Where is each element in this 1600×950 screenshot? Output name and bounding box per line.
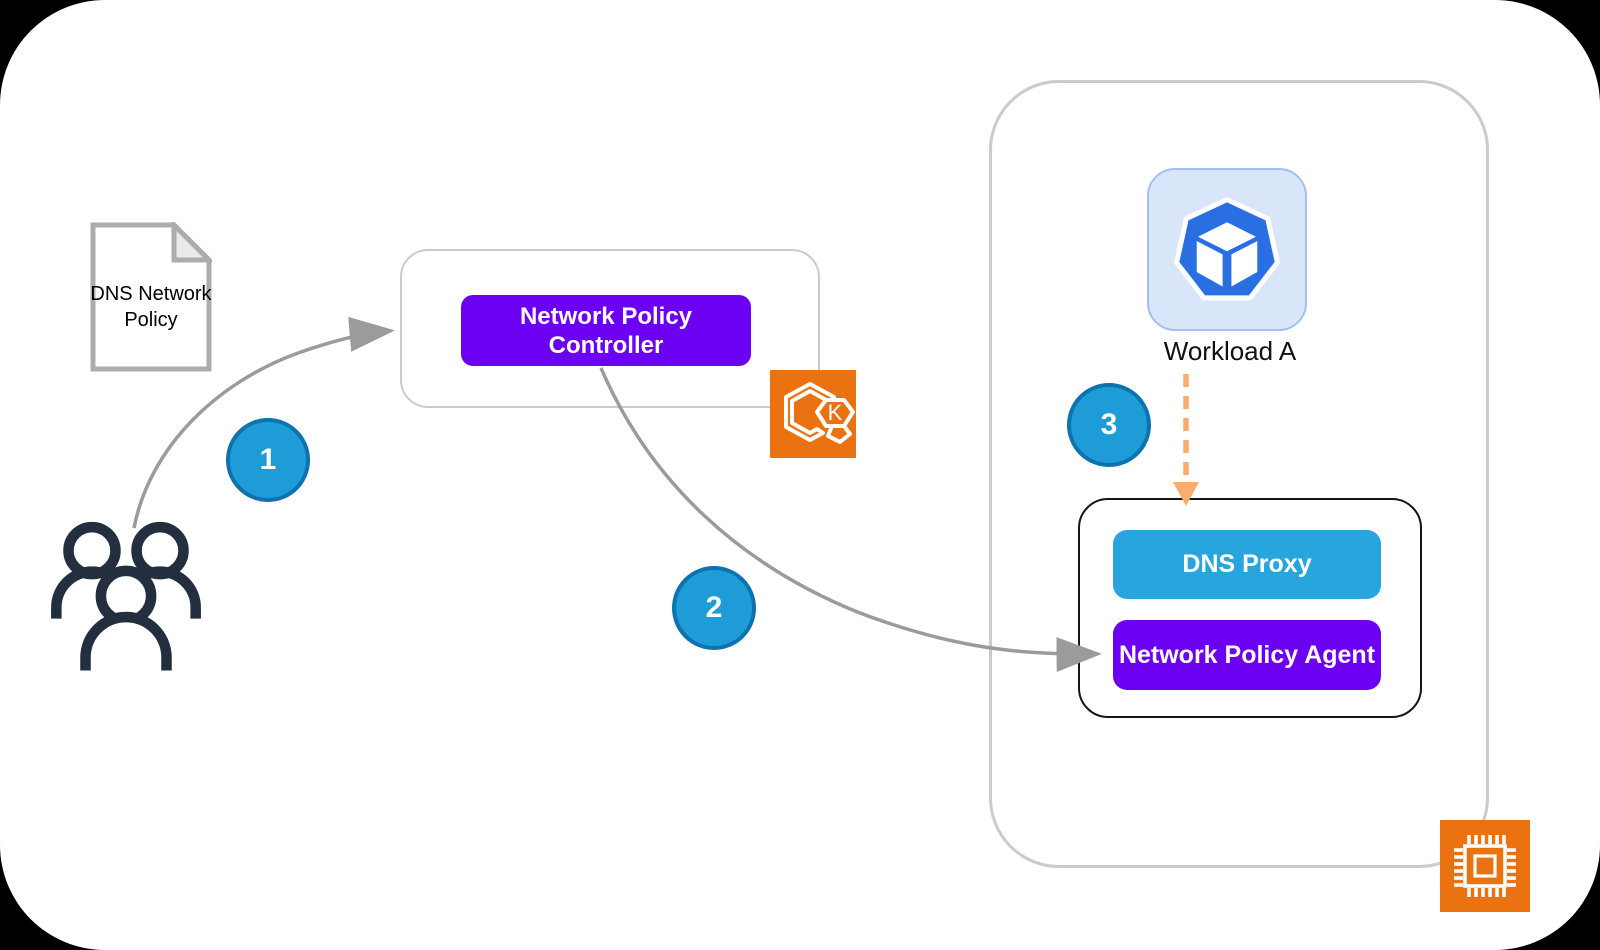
workload-a-label: Workload A: [1163, 336, 1297, 366]
network-policy-agent-label: Network Policy Agent: [1118, 640, 1376, 669]
policy-document-label: DNS Network Policy: [90, 283, 212, 331]
cpu-chip-icon: [1440, 820, 1530, 912]
pod-heptagon-cube-icon: [1174, 196, 1280, 300]
network-policy-agent-box: Network Policy Agent: [1113, 620, 1381, 690]
eks-kubernetes-icon: K: [770, 370, 856, 458]
dns-proxy-box: DNS Proxy: [1113, 530, 1381, 599]
dns-proxy-label: DNS Proxy: [1182, 550, 1312, 578]
step-badge-1: 1: [226, 418, 310, 502]
users-icon: [45, 515, 207, 677]
network-policy-controller-label: Network Policy Controller: [519, 302, 693, 359]
svg-text:K: K: [828, 400, 843, 425]
step-1-number: 1: [259, 443, 277, 476]
workload-a-icon: [1147, 168, 1307, 331]
step-badge-2: 2: [672, 566, 756, 650]
policy-document: DNS Network Policy: [90, 222, 212, 372]
step-3-number: 3: [1100, 408, 1118, 441]
step-2-number: 2: [705, 591, 723, 624]
network-policy-controller-box: Network Policy Controller: [461, 295, 751, 366]
step-badge-3: 3: [1067, 383, 1151, 467]
